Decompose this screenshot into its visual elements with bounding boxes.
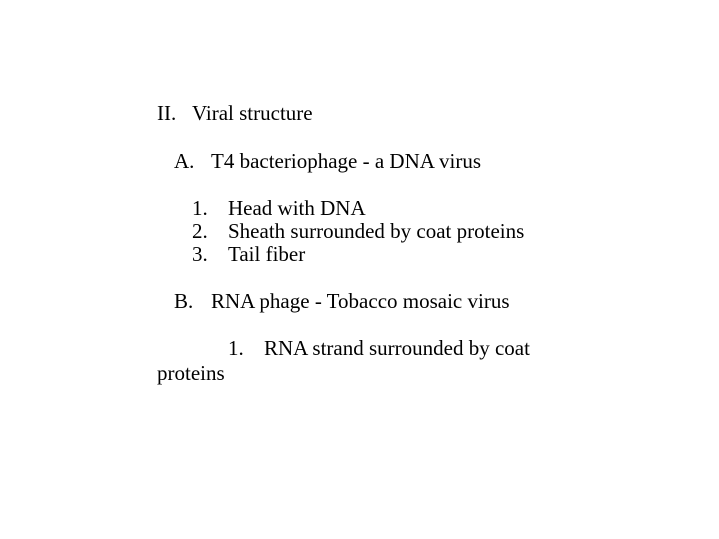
list-item-text: Sheath surrounded by coat proteins bbox=[228, 219, 525, 243]
list-item-marker: 1. bbox=[228, 336, 244, 360]
section-title: Viral structure bbox=[192, 101, 313, 125]
subsection-a-marker: A. bbox=[174, 149, 195, 173]
list-item-marker: 2. bbox=[192, 219, 208, 243]
subsection-a-title: T4 bacteriophage - a DNA virus bbox=[211, 149, 481, 173]
subsection-b-marker: B. bbox=[174, 289, 194, 313]
list-item-marker: 3. bbox=[192, 242, 208, 266]
section-heading: II. Viral structure bbox=[157, 101, 313, 125]
list-item: 1. RNA strand surrounded by coat bbox=[228, 336, 530, 360]
list-item-continuation: proteins bbox=[157, 361, 225, 385]
list-item-marker: 1. bbox=[192, 196, 208, 220]
subsection-a-heading: A. T4 bacteriophage - a DNA virus bbox=[174, 149, 481, 173]
list-item-text: RNA strand surrounded by coat bbox=[264, 336, 530, 360]
list-item: 1. Head with DNA bbox=[192, 196, 366, 220]
subsection-b-title: RNA phage - Tobacco mosaic virus bbox=[211, 289, 510, 313]
section-marker: II. bbox=[157, 101, 177, 125]
list-item-text: Head with DNA bbox=[228, 196, 366, 220]
list-item: 2. Sheath surrounded by coat proteins bbox=[192, 219, 524, 243]
list-item: 3. Tail fiber bbox=[192, 242, 305, 266]
list-item-text: Tail fiber bbox=[228, 242, 306, 266]
subsection-b-heading: B. RNA phage - Tobacco mosaic virus bbox=[174, 289, 510, 313]
